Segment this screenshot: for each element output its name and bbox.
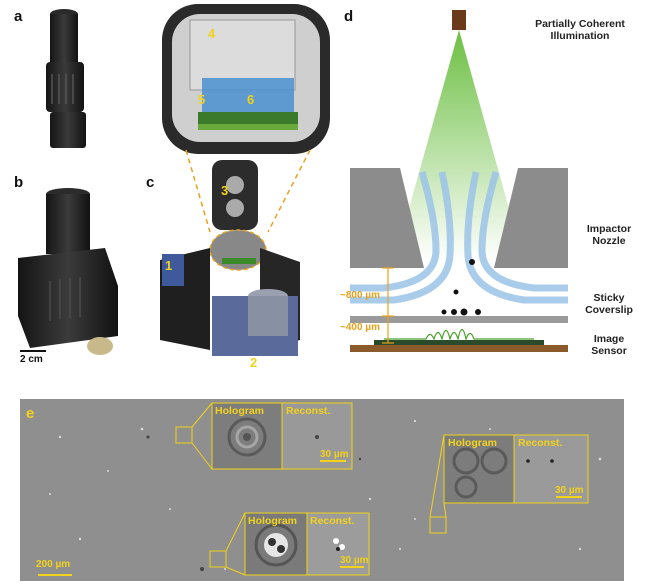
- inset3-scale-label: 30 µm: [555, 485, 584, 496]
- image-sensor: [374, 340, 544, 345]
- sensor-board: [350, 345, 568, 352]
- coverslip-label: Sticky Coverslip: [585, 292, 633, 316]
- impactor-schematic: [350, 10, 568, 352]
- hologram-signal: [384, 328, 534, 342]
- gap-label-800um: ~800 µm: [340, 290, 380, 301]
- aerosol-particles: [441, 259, 481, 316]
- device-cutaway-render: [160, 4, 330, 356]
- nozzle-left-block: [350, 168, 424, 268]
- sensor-label: Image Sensor: [591, 333, 627, 357]
- part-label-1: 1: [165, 258, 173, 273]
- panel-label-b: b: [14, 174, 24, 191]
- inset1-reconst-label: Reconst.: [286, 405, 331, 417]
- part-label-5: 5: [198, 92, 206, 107]
- illumination-cone: [394, 30, 524, 262]
- nozzle-right-block: [494, 168, 568, 268]
- scale-bar-2cm: [20, 350, 46, 352]
- part-label-2: 2: [250, 355, 258, 370]
- scale-bar-2cm-label: 2 cm: [20, 354, 43, 365]
- airflow-streamlines: [350, 171, 568, 304]
- panel-label-d: d: [344, 8, 354, 25]
- inset2-hologram-label: Hologram: [248, 515, 298, 527]
- inset2-reconst-label: Reconst.: [310, 515, 355, 527]
- light-source: [452, 10, 466, 30]
- panel-label-c: c: [146, 174, 155, 191]
- sticky-coverslip: [350, 316, 568, 323]
- illumination-label: Partially Coherent Illumination: [535, 18, 625, 42]
- gap-label-400um: ~400 µm: [340, 322, 380, 333]
- inset2-scale-label: 30 µm: [340, 555, 369, 566]
- part-label-3: 3: [221, 183, 229, 198]
- inset3-hologram-label: Hologram: [448, 437, 498, 449]
- inset3-reconst-label: Reconst.: [518, 437, 563, 449]
- part-label-4: 4: [208, 26, 216, 41]
- micrograph-background: [38, 402, 602, 576]
- inset1-scale-label: 30 µm: [320, 449, 349, 460]
- device-photo-front: [46, 9, 86, 148]
- micrograph-scale-label: 200 µm: [36, 559, 71, 570]
- hologram-micrograph: e Hologram Reconst. 30 µm Hologram Recon…: [20, 399, 624, 581]
- panel-label-e: e: [26, 405, 35, 422]
- panel-label-a: a: [14, 8, 23, 25]
- inset1-hologram-label: Hologram: [215, 405, 265, 417]
- part-label-6: 6: [247, 92, 255, 107]
- device-photo-side: [18, 188, 118, 355]
- nozzle-label: Impactor Nozzle: [586, 223, 632, 247]
